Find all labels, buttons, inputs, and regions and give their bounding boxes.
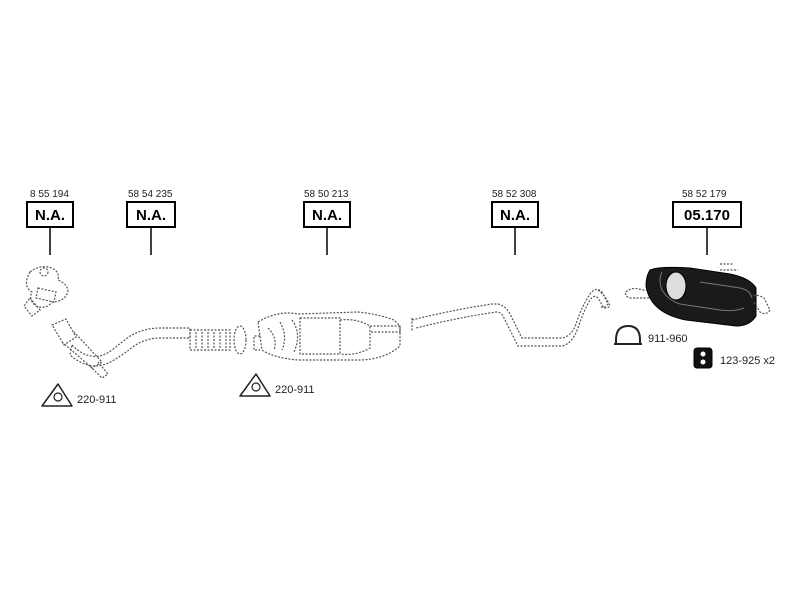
rubber-hanger-icon (693, 347, 713, 369)
part-callout-3[interactable]: 58 50 213 N.A. (303, 189, 351, 255)
part-number: 8 55 194 (30, 189, 69, 200)
part-label-box (126, 201, 176, 228)
accessory-code: 123-925 x2 (720, 355, 775, 367)
catalytic-converter-part[interactable] (253, 311, 401, 361)
accessory-clamp[interactable]: 911-960 (614, 324, 688, 345)
part-callout-5[interactable]: 58 52 179 05.170 (672, 189, 742, 255)
exhaust-manifold-part[interactable] (23, 266, 109, 379)
part-label: N.A. (136, 207, 166, 224)
flex-pipe (189, 329, 231, 351)
rear-silencer-part[interactable] (624, 263, 771, 327)
accessory-gasket-1[interactable]: 220-911 (41, 383, 117, 407)
part-number: 58 54 235 (128, 189, 173, 200)
part-label: N.A. (312, 207, 342, 224)
part-number: 58 52 179 (682, 189, 727, 200)
part-callout-2[interactable]: 58 54 235 N.A. (126, 189, 176, 255)
part-label-box (303, 201, 351, 228)
triangle-gasket-icon (239, 373, 271, 397)
part-number: 58 50 213 (304, 189, 349, 200)
part-callout-4[interactable]: 58 52 308 N.A. (491, 189, 539, 255)
triangle-gasket-icon (41, 383, 73, 407)
pipe-clamp-icon (615, 324, 641, 345)
intermediate-pipe-part[interactable] (411, 288, 611, 347)
accessory-code: 220-911 (275, 384, 315, 396)
accessory-gasket-2[interactable]: 220-911 (239, 373, 315, 397)
part-label: 05.170 (684, 207, 730, 224)
part-label: N.A. (500, 207, 530, 224)
accessory-hanger[interactable]: 123-925 x2 (693, 347, 775, 369)
accessory-code: 911-960 (648, 333, 688, 345)
front-pipe-part[interactable] (69, 325, 247, 367)
part-label-box (672, 201, 742, 228)
part-label: N.A. (35, 207, 65, 224)
accessory-code: 220-911 (77, 394, 117, 406)
part-callout-1[interactable]: 8 55 194 N.A. (26, 189, 74, 255)
part-number: 58 52 308 (492, 189, 537, 200)
